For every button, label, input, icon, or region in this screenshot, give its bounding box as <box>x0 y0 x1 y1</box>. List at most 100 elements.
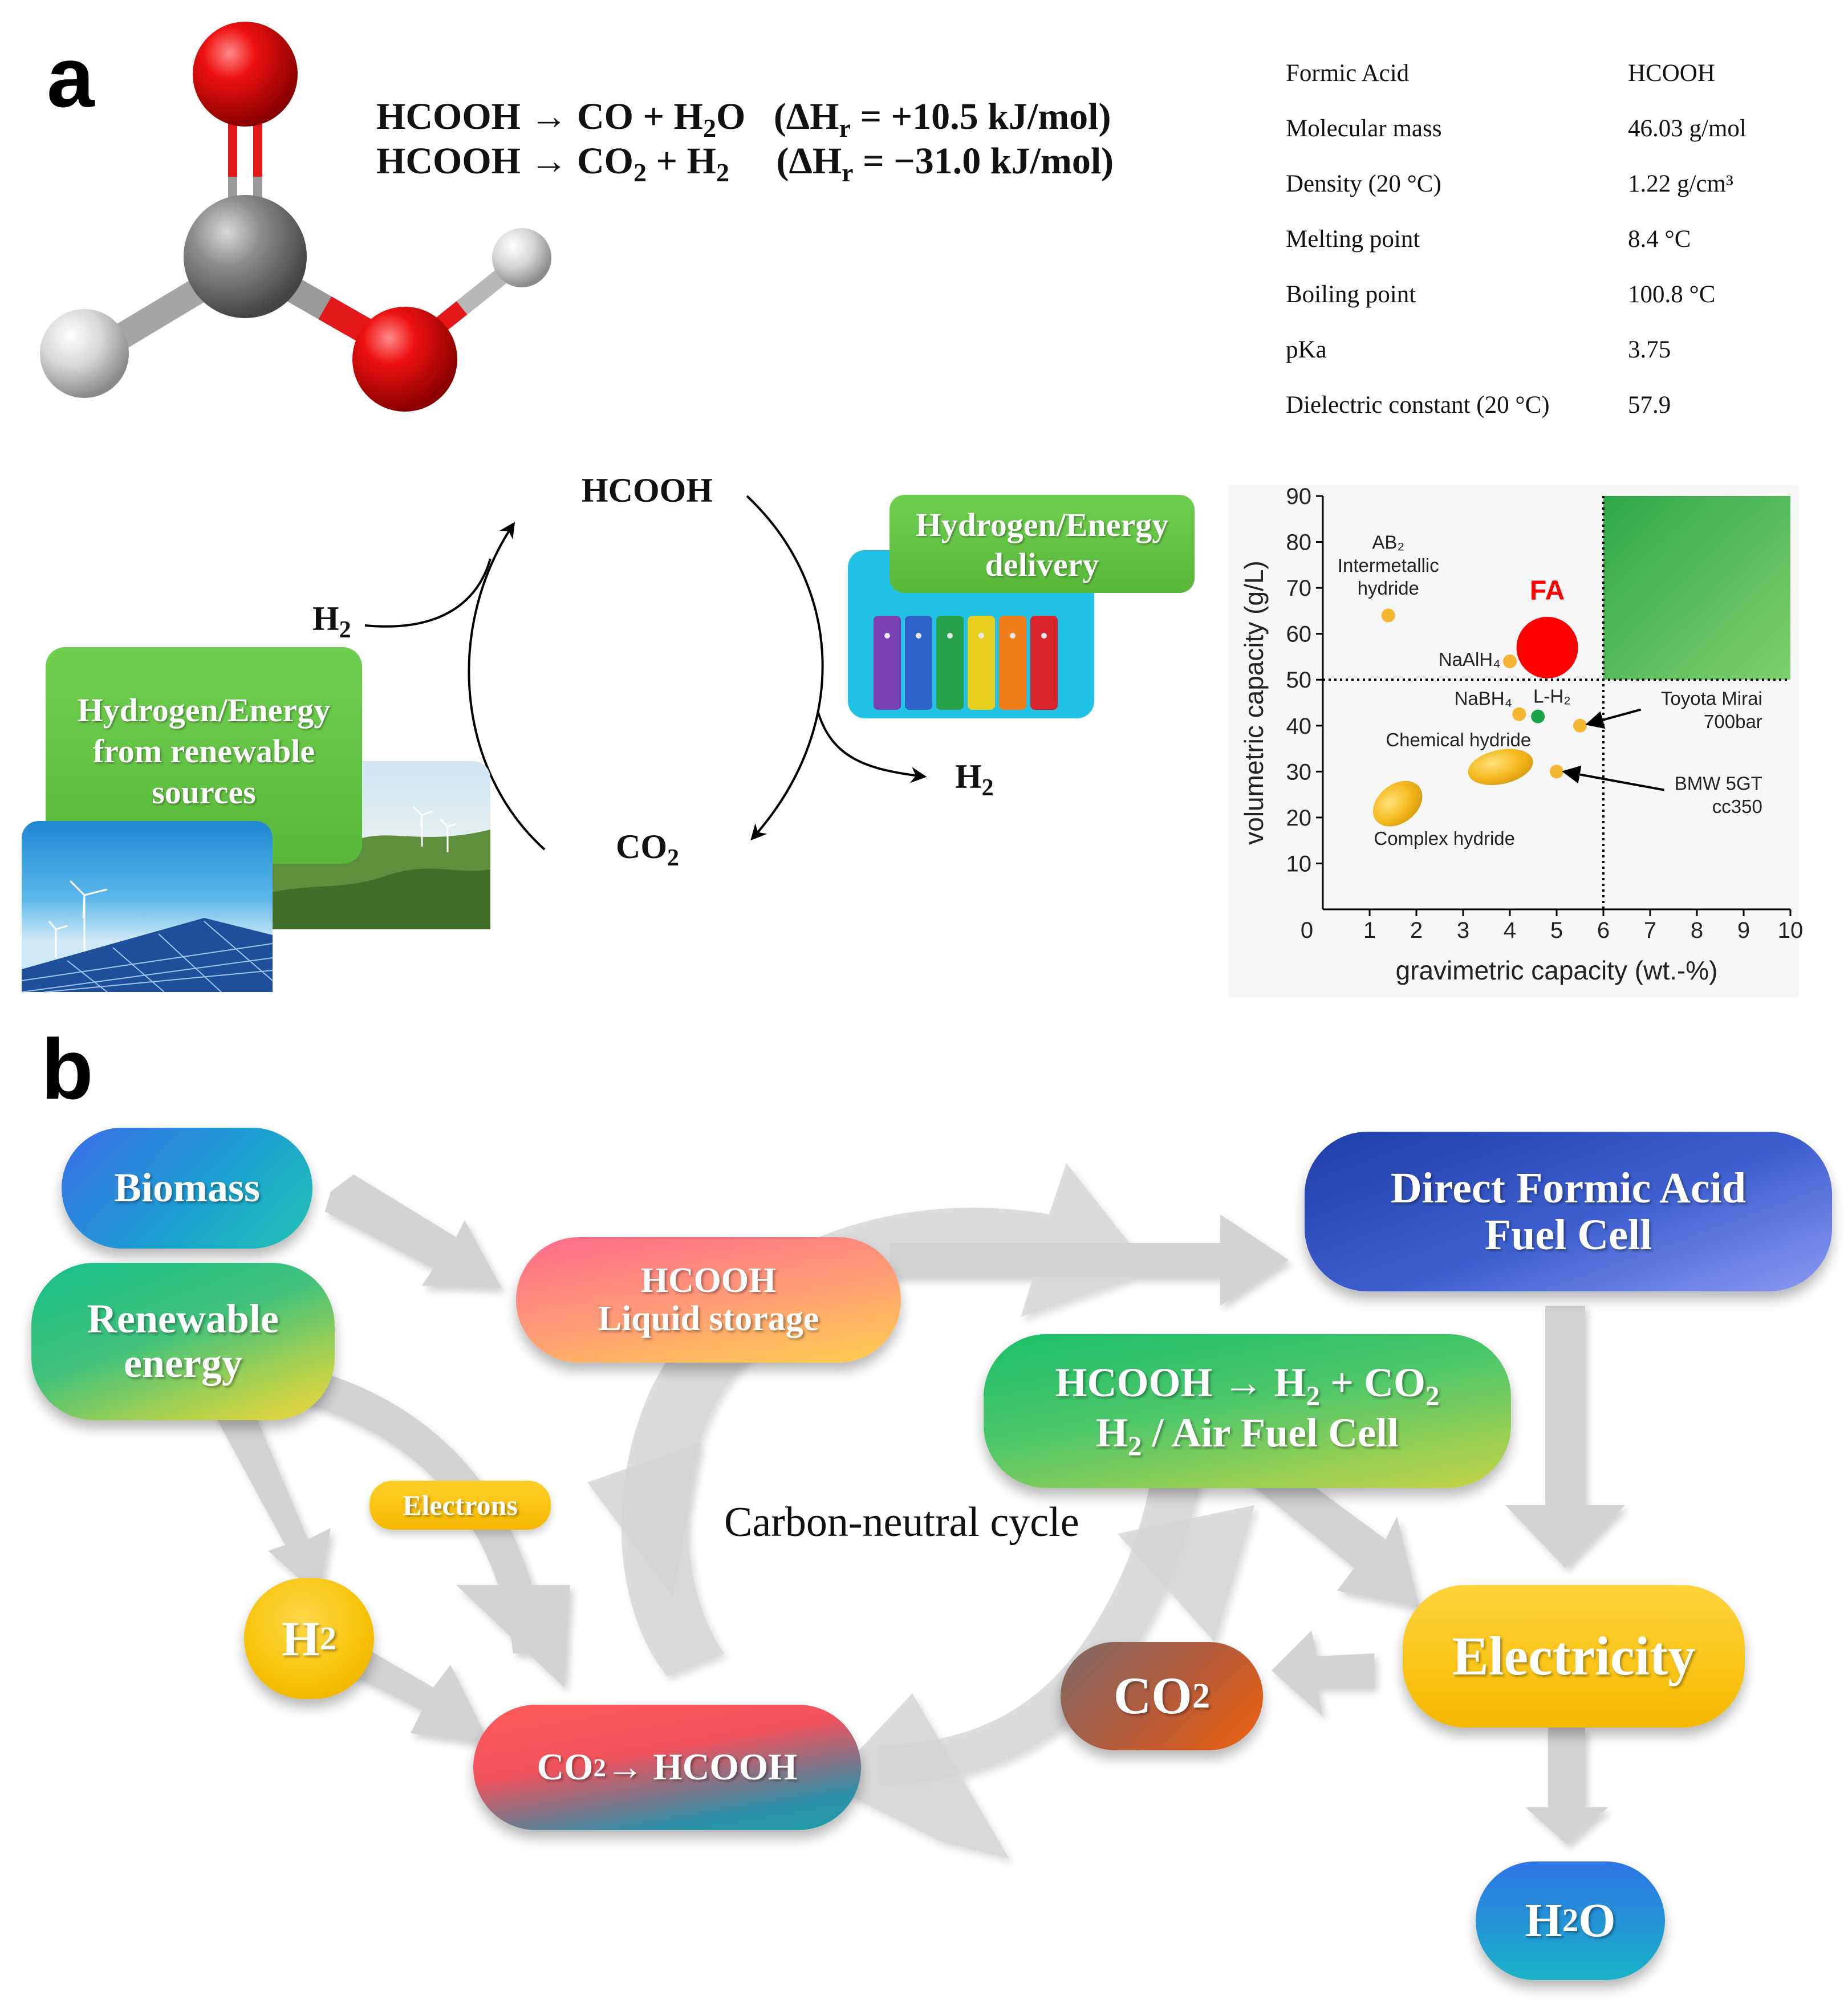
l-h2-label: L-H₂ <box>1533 686 1571 707</box>
panel-b-label: b <box>41 1021 94 1117</box>
property-row: Density (20 °C)1.22 g/cm³ <box>1286 156 1747 212</box>
y-tick-label: 90 <box>1286 484 1312 509</box>
cycle-h2-out-label: H2 <box>955 758 994 801</box>
x-axis-title: gravimetric capacity (wt.-%) <box>1396 956 1718 985</box>
property-row: pKa 3.75 <box>1286 322 1747 377</box>
x-tick-label: 3 <box>1457 918 1469 943</box>
cycle-h2-in-label: H2 <box>312 600 351 643</box>
l-h2-point <box>1531 709 1545 723</box>
y-tick-label: 10 <box>1286 851 1312 876</box>
y-tick-label: 20 <box>1286 806 1312 831</box>
oxygen-atom-hydroxyl <box>352 307 457 412</box>
electrons-node: Electrons <box>369 1481 551 1530</box>
property-row: Melting point 8.4 °C <box>1286 212 1747 267</box>
hydrogen-delivery-box: Hydrogen/Energy delivery <box>890 495 1195 593</box>
nabh4-point <box>1512 707 1526 721</box>
y-tick-label: 60 <box>1286 622 1312 647</box>
formic-acid-molecule-model <box>40 22 551 412</box>
x-tick-label: 1 <box>1363 918 1376 943</box>
panel-a-label: a <box>47 29 95 125</box>
delivery-box-line1: Hydrogen/Energy <box>915 506 1169 543</box>
liquid-storage-line1: HCOOH <box>640 1261 777 1300</box>
bmw-5gt-point <box>1550 765 1563 779</box>
dfafc-line1: Direct Formic Acid <box>1390 1164 1747 1212</box>
solar-wind-photo <box>21 821 273 993</box>
property-row: Molecular mass 46.03 g/mol <box>1286 101 1747 156</box>
x-tick-label: 8 <box>1691 918 1703 943</box>
fa-label: FA <box>1530 575 1565 605</box>
carbon-neutral-cycle-label: Carbon-neutral cycle <box>724 1499 1079 1546</box>
property-row: Dielectric constant (20 °C) 57.9 <box>1286 377 1747 433</box>
reaction-equation-1: HCOOH → CO + H2O (ΔHr = +10.5 kJ/mol) <box>376 96 1111 143</box>
renewable-energy-line2: energy <box>124 1340 242 1386</box>
bmw-label: cc350 <box>1712 796 1762 817</box>
property-value: 100.8 °C <box>1628 281 1716 308</box>
ab2-point <box>1381 608 1395 623</box>
property-row: Boiling point 100.8 °C <box>1286 267 1747 322</box>
x-tick-label: 5 <box>1550 918 1563 943</box>
biomass-node: Biomass <box>62 1128 312 1249</box>
complex-hydride-label: Complex hydride <box>1374 828 1515 849</box>
property-name: pKa <box>1286 336 1327 363</box>
property-name: Formic Acid <box>1286 60 1410 87</box>
naalh4-point <box>1503 655 1517 668</box>
property-value: HCOOH <box>1628 60 1715 87</box>
toyota-mirai-point <box>1573 718 1587 733</box>
property-value: 57.9 <box>1628 392 1671 418</box>
property-name: Dielectric constant (20 °C) <box>1286 392 1550 418</box>
h2-air-fuel-cell-node: HCOOH → H2 + CO2 H2 / Air Fuel Cell <box>984 1334 1511 1488</box>
renewable-energy-line1: Renewable <box>87 1296 279 1342</box>
toyota-arrow <box>1585 708 1642 729</box>
x-tick-label: 0 <box>1301 918 1313 943</box>
property-value: 46.03 g/mol <box>1628 115 1747 142</box>
oxygen-atom-carbonyl <box>193 22 298 127</box>
liquid-storage-line2: Liquid storage <box>598 1299 819 1338</box>
carbon-atom <box>184 195 307 318</box>
property-value: 3.75 <box>1628 336 1671 363</box>
property-row: Formic Acid HCOOH <box>1286 46 1747 101</box>
property-name: Molecular mass <box>1286 115 1442 142</box>
property-name: Boiling point <box>1286 281 1416 308</box>
target-region <box>1603 496 1790 680</box>
ab2-label: AB₂ <box>1372 532 1404 553</box>
hydrogen-atom-o <box>492 228 551 287</box>
hcooh-liquid-storage-node: HCOOH Liquid storage <box>516 1237 901 1363</box>
y-tick-label: 80 <box>1286 530 1312 555</box>
renewable-box-line3: sources <box>152 774 256 811</box>
complex-hydride-point <box>1372 781 1423 827</box>
y-tick-label: 50 <box>1286 668 1312 693</box>
cycle-hcooh-label: HCOOH <box>582 471 713 509</box>
renewable-box-line2: from renewable <box>92 733 315 770</box>
properties-table: Formic Acid HCOOH Molecular mass 46.03 g/mo… <box>1286 46 1747 433</box>
x-tick-label: 2 <box>1410 918 1423 943</box>
nabh4-label: NaBH₄ <box>1455 688 1513 709</box>
bmw-label: BMW 5GT <box>1675 773 1762 794</box>
property-name: Melting point <box>1286 226 1420 253</box>
y-tick-label: 70 <box>1286 576 1312 601</box>
property-value: 8.4 °C <box>1628 226 1691 253</box>
x-tick-label: 6 <box>1597 918 1610 943</box>
y-tick-label: 40 <box>1286 714 1312 739</box>
direct-formic-acid-fuel-cell-node: Direct Formic Acid Fuel Cell <box>1305 1132 1832 1291</box>
electricity-node: Electricity <box>1403 1585 1745 1727</box>
reaction-equation-2: HCOOH → CO2 + H2 (ΔHr = −31.0 kJ/mol) <box>376 140 1114 188</box>
h2fc-line1: HCOOH → H2 + CO2 <box>1055 1359 1440 1412</box>
chemical-hydride-label: Chemical hydride <box>1386 729 1531 750</box>
fa-point <box>1516 616 1578 678</box>
x-tick-label: 7 <box>1644 918 1656 943</box>
chemical-hydride-point <box>1468 749 1533 786</box>
dfafc-line2: Fuel Cell <box>1484 1211 1652 1259</box>
property-name: Density (20 °C) <box>1286 170 1441 197</box>
bmw-arrow <box>1562 765 1664 791</box>
naalh4-label: NaAlH₄ <box>1439 649 1501 670</box>
y-tick-label: 30 <box>1286 759 1312 784</box>
renewable-box-line1: Hydrogen/Energy <box>77 692 331 729</box>
ab2-label: Intermetallic <box>1338 555 1439 576</box>
toyota-label: 700bar <box>1704 711 1762 732</box>
h2fc-line2: H2 / Air Fuel Cell <box>1095 1410 1399 1462</box>
